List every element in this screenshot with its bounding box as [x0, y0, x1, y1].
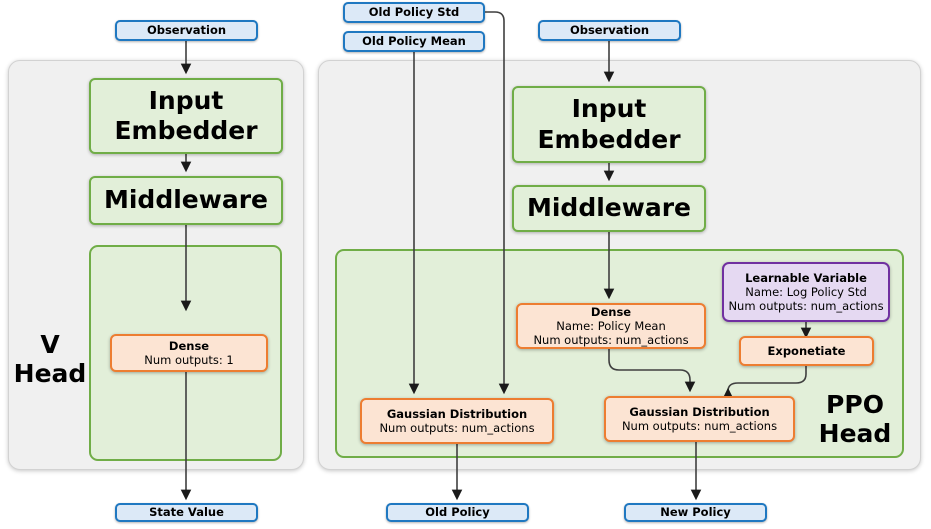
output-old-policy[interactable]: Old Policy	[386, 503, 529, 522]
ppo-head-learnable-variable-num-outputs: Num outputs: num_actions	[728, 299, 884, 313]
ppo-head-dense-title: Dense	[590, 304, 632, 319]
v-head-input-embedder[interactable]: Input Embedder	[89, 78, 283, 154]
input-old-policy-std-label: Old Policy Std	[368, 5, 460, 20]
ppo-head-gaussian-old-title: Gaussian Distribution	[386, 406, 528, 421]
ppo-head-gaussian-distribution-new[interactable]: Gaussian Distribution Num outputs: num_a…	[604, 396, 795, 442]
output-state-value[interactable]: State Value	[115, 503, 258, 522]
v-head-dense-num-outputs: Num outputs: 1	[144, 353, 234, 367]
ppo-head-gaussian-new-num-outputs: Num outputs: num_actions	[621, 419, 778, 433]
ppo-head-learnable-variable[interactable]: Learnable Variable Name: Log Policy Std …	[722, 262, 890, 322]
input-old-policy-mean-label: Old Policy Mean	[362, 34, 466, 49]
ppo-head-dense-policy-mean[interactable]: Dense Name: Policy Mean Num outputs: num…	[516, 303, 706, 349]
input-observation-right-label: Observation	[569, 23, 650, 38]
v-head-middleware-label: Middleware	[103, 185, 268, 215]
ppo-head-learnable-variable-name: Name: Log Policy Std	[745, 284, 867, 299]
output-old-policy-label: Old Policy	[425, 505, 490, 520]
input-observation-left[interactable]: Observation	[115, 20, 258, 41]
v-head-dense[interactable]: Dense Num outputs: 1	[110, 334, 268, 372]
output-new-policy-label: New Policy	[660, 505, 731, 520]
input-observation-left-label: Observation	[146, 23, 227, 38]
output-new-policy[interactable]: New Policy	[624, 503, 767, 522]
ppo-head-input-embedder[interactable]: Input Embedder	[512, 86, 706, 163]
ppo-head-middleware[interactable]: Middleware	[512, 185, 706, 232]
output-state-value-label: State Value	[149, 505, 224, 520]
ppo-head-gaussian-distribution-old[interactable]: Gaussian Distribution Num outputs: num_a…	[360, 398, 554, 444]
input-observation-right[interactable]: Observation	[538, 20, 681, 41]
ppo-head-exponetiate-label: Exponetiate	[767, 343, 846, 358]
v-head-input-embedder-label: Input Embedder	[114, 85, 258, 146]
ppo-head-gaussian-new-title: Gaussian Distribution	[629, 404, 770, 419]
ppo-head-label: PPO Head	[818, 390, 892, 448]
ppo-head-input-embedder-label: Input Embedder	[537, 94, 681, 154]
ppo-head-dense-num-outputs: Num outputs: num_actions	[533, 333, 689, 348]
v-head-dense-title: Dense	[168, 338, 210, 353]
v-head-middleware[interactable]: Middleware	[89, 176, 283, 225]
v-head-label: V Head	[13, 330, 87, 388]
ppo-head-middleware-label: Middleware	[526, 193, 691, 223]
ppo-head-exponetiate[interactable]: Exponetiate	[739, 336, 874, 366]
ppo-head-dense-name: Name: Policy Mean	[556, 319, 666, 333]
input-old-policy-std[interactable]: Old Policy Std	[343, 2, 485, 23]
input-old-policy-mean[interactable]: Old Policy Mean	[343, 31, 485, 52]
ppo-head-gaussian-old-num-outputs: Num outputs: num_actions	[379, 421, 535, 435]
ppo-head-learnable-variable-title: Learnable Variable	[745, 270, 867, 285]
